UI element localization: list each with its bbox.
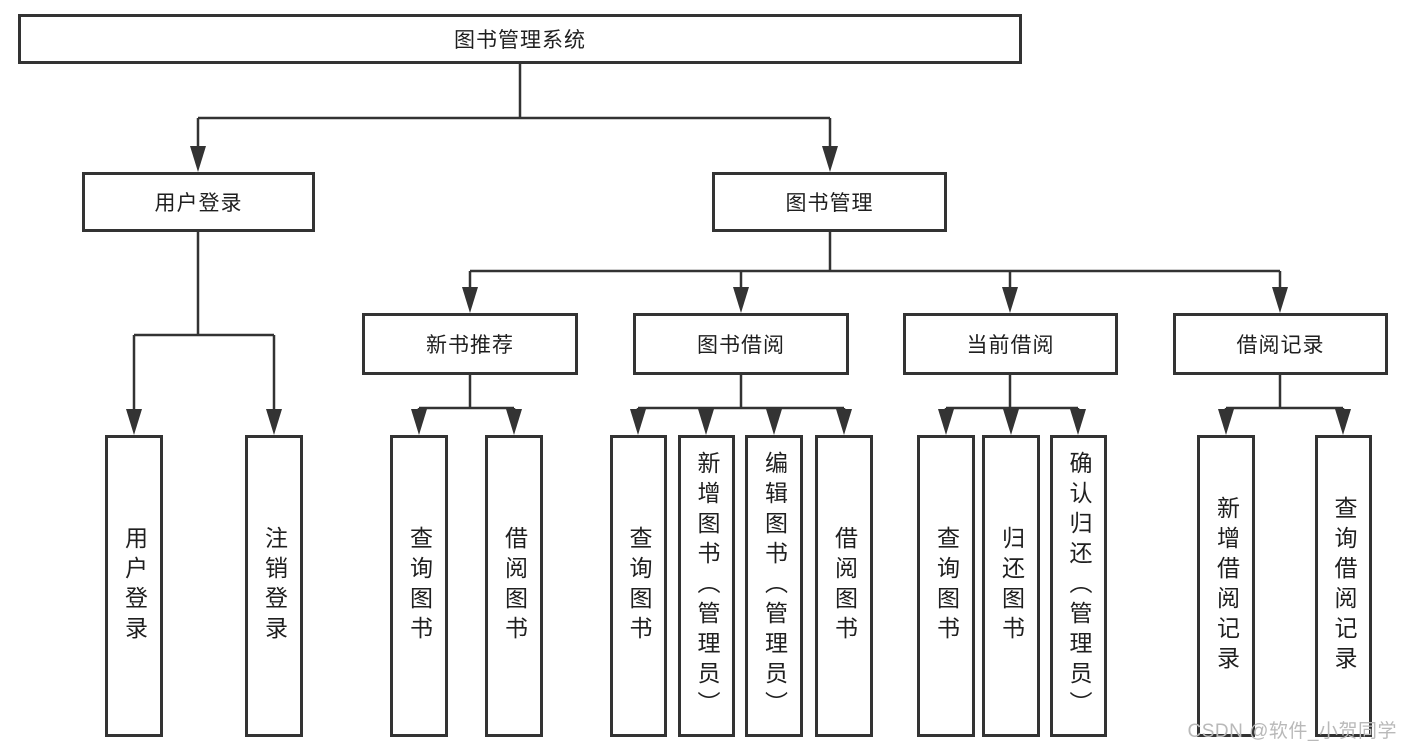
connector-book-management-children xyxy=(468,232,1282,290)
leaf-add-borrow-record: 新增借阅记录 xyxy=(1197,435,1255,737)
leaf-query-book-current: 查询图书 xyxy=(917,435,975,737)
leaf-logout: 注销登录 xyxy=(245,435,303,737)
leaf-logout-label: 注销登录 xyxy=(261,526,288,646)
node-root-label: 图书管理系统 xyxy=(454,29,586,52)
connector-user-login-children xyxy=(132,232,276,412)
leaf-query-book-current-label: 查询图书 xyxy=(933,526,960,646)
watermark: CSDN @软件_小贺同学 xyxy=(1187,721,1397,742)
leaf-add-book-admin-label: 新增图书（管理员） xyxy=(694,451,720,721)
leaf-add-book-admin: 新增图书（管理员） xyxy=(678,435,735,737)
node-book-borrow-label: 图书借阅 xyxy=(697,334,785,357)
leaf-confirm-return-admin-label: 确认归还（管理员） xyxy=(1066,451,1092,721)
leaf-borrow-book-recommend-label: 借阅图书 xyxy=(501,526,528,646)
connector-current-borrow-children xyxy=(944,375,1080,412)
leaf-query-borrow-record-label: 查询借阅记录 xyxy=(1331,496,1357,676)
node-current-borrow-label: 当前借阅 xyxy=(966,334,1055,357)
leaf-confirm-return-admin: 确认归还（管理员） xyxy=(1050,435,1107,737)
leaf-edit-book-admin: 编辑图书（管理员） xyxy=(745,435,803,737)
connector-new-book-recommend-children xyxy=(417,375,516,412)
node-borrow-records: 借阅记录 xyxy=(1173,313,1388,375)
leaf-edit-book-admin-label: 编辑图书（管理员） xyxy=(761,451,788,721)
node-book-management: 图书管理 xyxy=(712,172,947,232)
leaf-return-book: 归还图书 xyxy=(982,435,1040,737)
connector-borrow-records-children xyxy=(1224,375,1345,412)
leaf-borrow-book: 借阅图书 xyxy=(815,435,873,737)
node-user-login: 用户登录 xyxy=(82,172,315,232)
leaf-query-book-borrow: 查询图书 xyxy=(610,435,667,737)
node-borrow-records-label: 借阅记录 xyxy=(1236,334,1325,357)
leaf-query-borrow-record: 查询借阅记录 xyxy=(1315,435,1372,737)
node-book-borrow: 图书借阅 xyxy=(633,313,849,375)
leaf-return-book-label: 归还图书 xyxy=(998,526,1025,646)
node-root-system: 图书管理系统 xyxy=(18,14,1022,64)
leaf-user-login-label: 用户登录 xyxy=(121,526,148,646)
node-new-book-recommend-label: 新书推荐 xyxy=(426,334,514,357)
arrow-down-icons xyxy=(126,146,1351,435)
node-current-borrow: 当前借阅 xyxy=(903,313,1118,375)
node-new-book-recommend: 新书推荐 xyxy=(362,313,578,375)
leaf-borrow-book-recommend: 借阅图书 xyxy=(485,435,543,737)
leaf-add-borrow-record-label: 新增借阅记录 xyxy=(1213,496,1240,676)
leaf-query-book-recommend-label: 查询图书 xyxy=(406,526,433,646)
node-user-login-label: 用户登录 xyxy=(154,192,243,215)
node-book-management-label: 图书管理 xyxy=(785,192,874,215)
leaf-query-book-borrow-label: 查询图书 xyxy=(626,526,652,646)
leaf-user-login: 用户登录 xyxy=(105,435,163,737)
connector-book-borrow-children xyxy=(636,375,846,412)
leaf-query-book-recommend: 查询图书 xyxy=(390,435,448,737)
leaf-borrow-book-label: 借阅图书 xyxy=(831,526,858,646)
connector-root-to-level2 xyxy=(196,64,832,150)
